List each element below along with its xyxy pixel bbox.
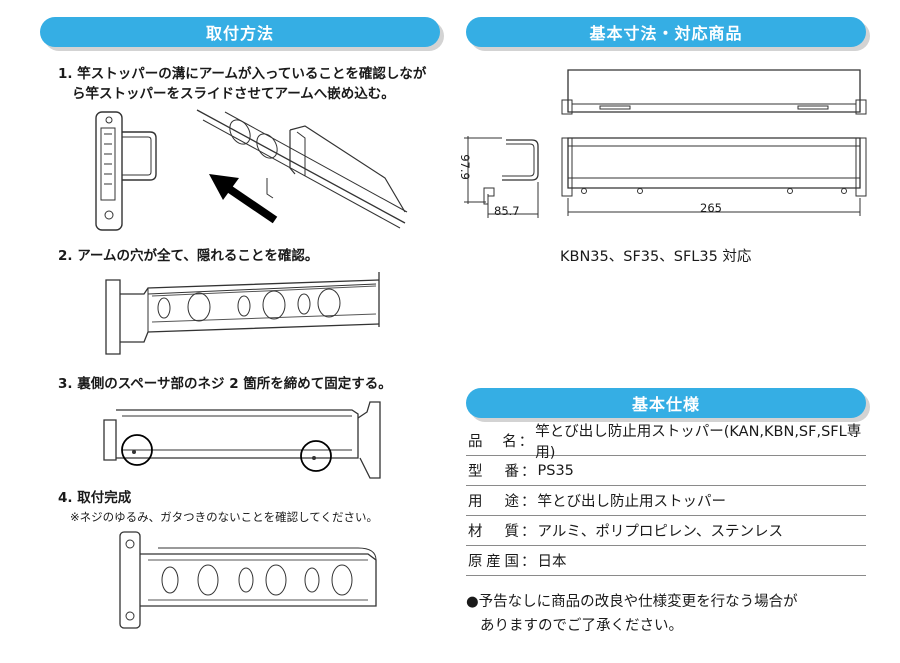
spec-row-model-number: 型 番：PS35 (466, 456, 866, 486)
spec-label: 原産国 (468, 554, 519, 570)
front-view-drawing (560, 134, 870, 224)
spec-label: 型 番 (468, 464, 519, 480)
step4-complete-illustration (118, 530, 383, 630)
dimensions-header: 基本寸法・対応商品 (466, 17, 866, 47)
dim-height-label: 97.9 (457, 154, 472, 180)
step2-arm-illustration (104, 272, 384, 360)
step1-bracket-illustration (92, 110, 162, 235)
step1-slide-illustration (195, 108, 410, 230)
top-view-drawing (560, 64, 870, 122)
step4-title: 4. 取付完成 (58, 490, 132, 506)
side-profile-drawing (462, 134, 554, 224)
spec-value: 日本 (537, 554, 567, 570)
spec-value: アルミ、ポリプロピレン、ステンレス (537, 524, 783, 540)
spec-value: 竿とび出し防止用ストッパー(KAN,KBN,SF,SFL専用) (535, 423, 862, 461)
step2-text: 2. アームの穴が全て、隠れることを確認。 (58, 248, 319, 264)
step4-note: ※ネジのゆるみ、ガタつきのないことを確認してください。 (70, 510, 378, 524)
notice-line2: ありますのでご了承ください。 (480, 618, 683, 634)
install-method-header: 取付方法 (40, 17, 440, 47)
spec-value: 竿とび出し防止用ストッパー (537, 494, 727, 510)
step3-backside-illustration (102, 398, 387, 483)
spec-row-product-name: 品 名：竿とび出し防止用ストッパー(KAN,KBN,SF,SFL専用) (466, 424, 866, 461)
spec-label: 材 質 (468, 524, 519, 540)
spec-label: 品 名 (468, 434, 517, 450)
step3-text: 3. 裏側のスペーサ部のネジ 2 箇所を締めて固定する。 (58, 376, 392, 392)
specifications-header: 基本仕様 (466, 388, 866, 418)
dim-width-label: 265 (700, 201, 722, 215)
spec-row-usage: 用 途：竿とび出し防止用ストッパー (466, 486, 866, 516)
spec-label: 用 途 (468, 494, 519, 510)
dim-depth-label: 85.7 (494, 204, 520, 218)
spec-value: PS35 (537, 462, 574, 479)
compatible-models: KBN35、SF35、SFL35 対応 (560, 249, 752, 265)
step1-text-line1: 1. 竿ストッパーの溝にアームが入っていることを確認しなが (58, 66, 427, 82)
spec-row-material: 材 質：アルミ、ポリプロピレン、ステンレス (466, 516, 866, 546)
spec-row-origin: 原産国：日本 (466, 546, 866, 576)
step1-text-line2: ら竿ストッパーをスライドさせてアームへ嵌め込む。 (72, 86, 395, 102)
notice-line1: ●予告なしに商品の改良や仕様変更を行なう場合が (466, 594, 798, 610)
